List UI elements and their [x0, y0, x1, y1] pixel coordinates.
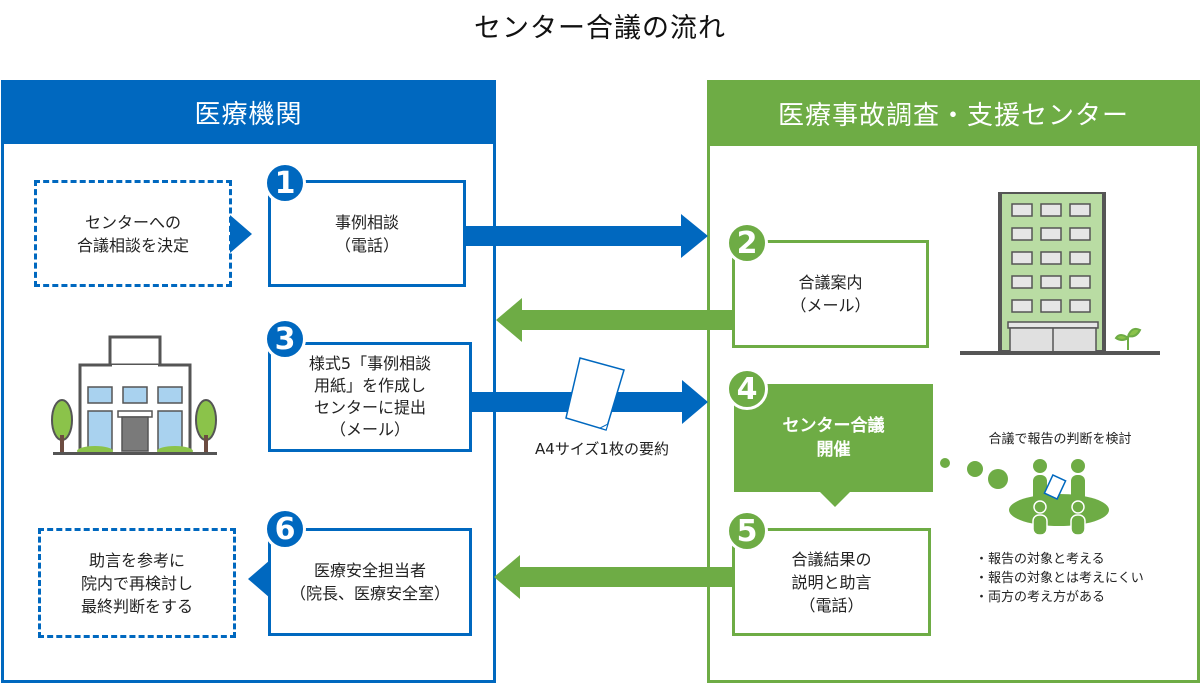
step-3-box: 様式5「事例相談 用紙」を作成し センターに提出 （メール）	[268, 342, 472, 452]
outcome-item: ・両方の考え方がある	[975, 590, 1106, 605]
paper-document-icon	[565, 357, 625, 431]
step-2-line: （メール）	[790, 296, 871, 315]
step-3-line: センターに提出	[313, 398, 426, 417]
step-4-line: センター合議	[782, 416, 885, 436]
triangle-arrow-right-icon	[230, 215, 252, 253]
arrow-right-step1-icon	[466, 214, 708, 258]
step-5-line: （電話）	[799, 595, 864, 615]
step-3-badge: 3	[264, 318, 306, 360]
meeting-caption: 合議で報告の判断を検討	[988, 432, 1132, 447]
outcome-item: ・報告の対象と考える	[975, 552, 1105, 567]
step-6-line: （院長、医療安全室）	[289, 584, 450, 603]
arrow-left-step2-icon	[496, 298, 734, 342]
step-5-line: 説明と助言	[791, 572, 872, 592]
outcome-item: ・報告の対象とは考えにくい	[975, 571, 1144, 586]
step-2-line: 合議案内	[798, 273, 863, 292]
final-line: 最終判断をする	[80, 596, 193, 616]
step-5-badge: 5	[726, 510, 768, 552]
diagram-title: センター合議の流れ	[474, 13, 726, 44]
step-4-box: センター合議 開催	[734, 384, 933, 492]
decision-box: センターへの 合議相談を決定	[34, 180, 232, 287]
step-6-line: 医療安全担当者	[313, 561, 426, 580]
step-2-badge: 2	[726, 222, 768, 264]
step-5-line: 合議結果の	[791, 549, 872, 569]
meeting-table-icon	[940, 458, 1109, 535]
speech-pointer-icon	[818, 490, 852, 507]
final-line: 助言を参考に	[88, 550, 185, 570]
step-3-line: 用紙」を作成し	[313, 376, 426, 395]
step-4-line: 開催	[816, 440, 851, 460]
center-panel-header: 医療事故調査・支援センター	[707, 80, 1200, 146]
hospital-building-icon	[51, 335, 217, 455]
document-caption: A4サイズ1枚の要約	[535, 440, 669, 458]
final-decision-box: 助言を参考に 院内で再検討し 最終判断をする	[38, 528, 236, 638]
final-line: 院内で再検討し	[80, 573, 193, 593]
step-1-line: （電話）	[334, 235, 399, 255]
step-1-line: 事例相談	[334, 212, 399, 232]
step-1-badge: 1	[264, 162, 306, 204]
step-6-box: 医療安全担当者 （院長、医療安全室）	[268, 528, 472, 636]
step-4-badge: 4	[726, 368, 768, 410]
step-2-box: 合議案内 （メール）	[732, 240, 929, 348]
outcome-list: ・報告の対象と考える ・報告の対象とは考えにくい ・両方の考え方がある	[975, 550, 1195, 607]
step-3-line: 様式5「事例相談	[308, 354, 432, 373]
hospital-panel-header: 医療機関	[1, 80, 496, 144]
center-building-icon	[960, 192, 1160, 355]
step-3-line: （メール）	[329, 420, 410, 439]
decision-line: 合議相談を決定	[76, 235, 189, 255]
step-6-badge: 6	[264, 508, 306, 550]
step-1-box: 事例相談 （電話）	[268, 180, 466, 287]
triangle-arrow-left-icon	[248, 560, 270, 598]
decision-line: センターへの	[84, 212, 181, 232]
arrow-left-step5-icon	[494, 555, 734, 599]
